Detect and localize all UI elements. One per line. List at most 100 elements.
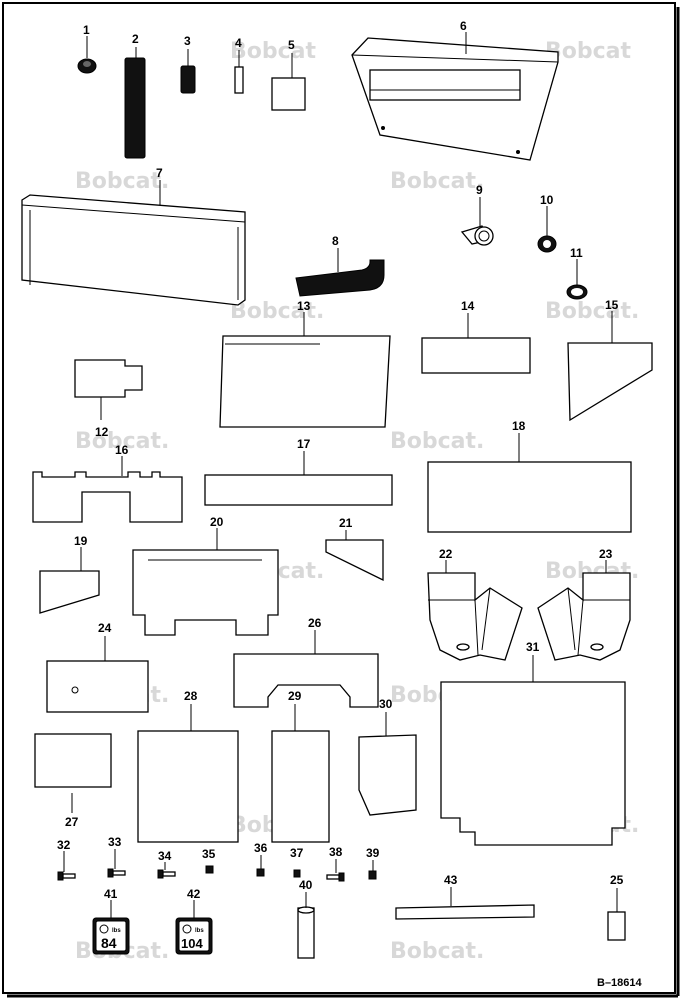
part-31-pad: 31 [440, 640, 626, 846]
callout-14: 14 [461, 299, 475, 313]
watermark-text: Bobcat. [75, 169, 169, 194]
callout-42: 42 [187, 887, 201, 901]
callout-8: 8 [332, 234, 339, 248]
part-37-nut: 37 [290, 846, 304, 878]
part-22-shroud: 22 [427, 547, 523, 661]
callout-5: 5 [288, 38, 295, 52]
callout-11: 11 [570, 246, 583, 260]
part-34-bolt: 34 [157, 849, 176, 879]
part-10-ring: 10 [537, 193, 557, 253]
part-16-pad: 16 [32, 443, 183, 523]
decal-41-unit: lbs [112, 928, 121, 934]
callout-27: 27 [65, 815, 79, 829]
callout-4: 4 [235, 36, 242, 50]
part-35-nut: 35 [202, 847, 216, 874]
part-42-decal: lbs 104 42 [175, 887, 213, 955]
part-30-pad: 30 [358, 697, 417, 816]
callout-20: 20 [210, 515, 224, 529]
callout-15: 15 [605, 298, 619, 312]
callout-32: 32 [57, 838, 71, 852]
decal-42-value: 104 [181, 936, 203, 951]
watermark-text: Bobcat. [75, 429, 169, 454]
part-32-bolt: 32 [57, 838, 76, 881]
watermark-text: Bobcat. [390, 169, 484, 194]
part-36-nut: 36 [254, 841, 268, 877]
callout-18: 18 [512, 419, 526, 433]
part-12-foam: 12 [74, 359, 143, 439]
part-19-pad: 19 [39, 534, 100, 614]
callout-34: 34 [158, 849, 172, 863]
callout-17: 17 [297, 437, 311, 451]
part-20-pad: 20 [132, 515, 279, 636]
callout-7: 7 [156, 166, 163, 180]
callout-43: 43 [444, 873, 458, 887]
callout-36: 36 [254, 841, 268, 855]
watermark-text: Bobcat. [230, 299, 324, 324]
decal-42-unit: lbs [195, 928, 204, 934]
part-43-strip: 43 [395, 873, 535, 920]
callout-41: 41 [104, 887, 118, 901]
part-24-pad: 24 [46, 621, 149, 713]
part-18-pad: 18 [427, 419, 632, 533]
part-2-strip: 2 [124, 32, 146, 159]
callout-30: 30 [379, 697, 393, 711]
callout-29: 29 [288, 689, 302, 703]
callout-12: 12 [95, 425, 109, 439]
part-33-bolt: 33 [107, 835, 126, 878]
part-41-decal: lbs 84 41 [92, 887, 130, 955]
callout-38: 38 [329, 845, 343, 859]
part-38-bolt: 38 [326, 845, 345, 882]
part-9-clamp: 9 [460, 183, 494, 246]
callout-6: 6 [460, 19, 467, 33]
part-40-pin: 40 [297, 878, 315, 959]
part-13-panel: 13 [219, 299, 391, 428]
callout-9: 9 [476, 183, 483, 197]
part-1-grommet: 1 [77, 23, 97, 74]
callout-35: 35 [202, 847, 216, 861]
callout-31: 31 [526, 640, 540, 654]
part-4-pin: 4 [234, 36, 244, 94]
callout-23: 23 [599, 547, 613, 561]
part-28-pad: 28 [137, 689, 239, 843]
part-5-pad: 5 [271, 38, 306, 111]
part-21-pad: 21 [325, 516, 384, 582]
part-11-ring: 11 [566, 246, 588, 300]
callout-24: 24 [98, 621, 112, 635]
part-7-panel: 7 [21, 166, 246, 306]
part-25-pad: 25 [607, 873, 626, 941]
watermark-text: Bobcat. [545, 299, 639, 324]
callout-37: 37 [290, 846, 304, 860]
callout-26: 26 [308, 616, 322, 630]
callout-22: 22 [439, 547, 453, 561]
part-23-shroud: 23 [537, 547, 631, 661]
figure-reference-code: B–18614 [597, 977, 643, 989]
callout-2: 2 [132, 32, 139, 46]
callout-1: 1 [83, 23, 90, 37]
part-15-pad: 15 [567, 298, 653, 422]
part-8-hose: 8 [295, 234, 385, 297]
callout-13: 13 [297, 299, 311, 313]
callout-19: 19 [74, 534, 88, 548]
part-6-panel: 6 [351, 19, 559, 161]
part-26-pad: 26 [233, 616, 379, 708]
watermark-text: Bobcat [545, 39, 632, 64]
part-39-nut: 39 [366, 846, 380, 880]
decal-41-value: 84 [101, 935, 117, 951]
part-14-pad: 14 [421, 299, 531, 374]
watermark-text: Bobcat [230, 39, 317, 64]
callout-16: 16 [115, 443, 129, 457]
callout-40: 40 [299, 878, 313, 892]
callout-25: 25 [610, 873, 624, 887]
part-29-pad: 29 [271, 689, 330, 843]
callout-3: 3 [184, 34, 191, 48]
watermark-text: Bobcat. [390, 939, 484, 964]
callout-10: 10 [540, 193, 554, 207]
part-3-strip: 3 [180, 34, 196, 94]
watermark-text: Bobcat. [390, 429, 484, 454]
part-17-strip: 17 [204, 437, 393, 506]
part-27-pad: 27 [34, 733, 112, 829]
callout-21: 21 [339, 516, 353, 530]
callout-33: 33 [108, 835, 122, 849]
callout-28: 28 [184, 689, 198, 703]
